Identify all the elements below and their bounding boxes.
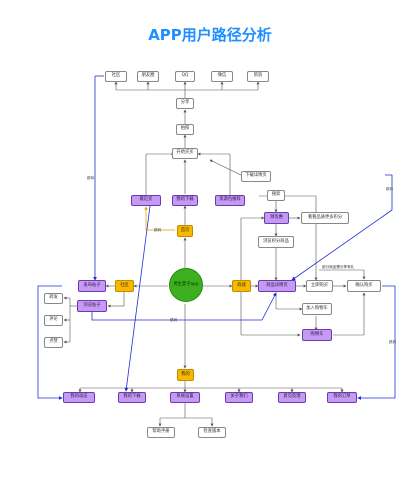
node-share-qq[interactable]: QQ (175, 71, 195, 82)
node-add-to-cart[interactable]: 领优惠 (264, 212, 289, 224)
node-browse-points[interactable]: 浏览积分商品 (258, 236, 294, 248)
node-cart[interactable]: 购物车 (302, 329, 332, 341)
node-forward[interactable]: 转发 (44, 293, 63, 304)
node-share-weibo[interactable]: 朋友圈 (137, 71, 159, 82)
node-browse-post[interactable]: 浏览帖子 (77, 300, 107, 312)
node-join-cart[interactable]: 加入购物车 (302, 303, 332, 315)
node-recommend-buy[interactable]: 最近买 (131, 195, 161, 206)
pay-points-hint: 部分商品需分享有礼 (322, 265, 355, 269)
node-mall[interactable]: 商城 (232, 280, 251, 292)
node-buy-now[interactable]: 立即购买 (306, 280, 333, 292)
edge-label: 跳转 (170, 318, 178, 322)
gray-edges (63, 81, 366, 427)
node-confirm-buy[interactable]: 确认购买 (347, 280, 381, 292)
node-center-app[interactable]: 男生夏子app (169, 268, 203, 302)
blue-edges (37, 75, 396, 400)
node-mine[interactable]: 我的 (177, 369, 194, 381)
node-like[interactable]: 点赞 (44, 337, 63, 348)
node-share[interactable]: 分享 (176, 98, 194, 109)
node-share-friends[interactable]: 微信 (211, 71, 233, 82)
node-comment[interactable]: 评论 (44, 315, 63, 326)
node-my-download2[interactable]: 我的下载 (118, 392, 146, 403)
edge-label: 跳转 (154, 228, 162, 232)
node-resource-pack[interactable]: 资源包推荐 (215, 195, 245, 206)
node-home[interactable]: 首页 (177, 225, 193, 237)
node-goods-detail[interactable]: 商品详情页 (258, 280, 296, 292)
node-view-more[interactable]: 看看品质更多积分 (301, 212, 349, 224)
edge-label: 跳转 (386, 187, 394, 191)
node-about-us[interactable]: 关于我们 (225, 392, 253, 403)
node-share-wechat[interactable]: 社区 (105, 71, 127, 82)
node-check-version[interactable]: 检查版本 (198, 427, 226, 438)
node-share-moments[interactable]: 新浪 (247, 71, 269, 82)
node-download-share[interactable]: 下载详情页 (241, 171, 271, 182)
node-photo[interactable]: 拍照 (176, 124, 194, 135)
node-community[interactable]: 社区 (115, 280, 134, 292)
node-search[interactable]: 搜索 (267, 190, 285, 201)
node-feedback[interactable]: 意见反馈 (278, 392, 306, 403)
node-help[interactable]: 帮助手册 (147, 427, 175, 438)
node-publish-post[interactable]: 发布帖子 (78, 280, 106, 292)
node-start-buy[interactable]: 开始买买 (172, 148, 198, 159)
node-my-dynamic[interactable]: 我的动态 (63, 392, 95, 403)
node-my-download[interactable]: 我的下载 (172, 195, 198, 206)
diagram-title: APP用户路径分析 (148, 26, 272, 44)
orange-edges (144, 206, 175, 231)
node-my-orders[interactable]: 我的订单 (327, 392, 357, 403)
edge-label: 跳转 (87, 176, 95, 180)
edge-label: 跳转 (389, 340, 397, 344)
node-sys-settings[interactable]: 系统设置 (170, 392, 200, 403)
